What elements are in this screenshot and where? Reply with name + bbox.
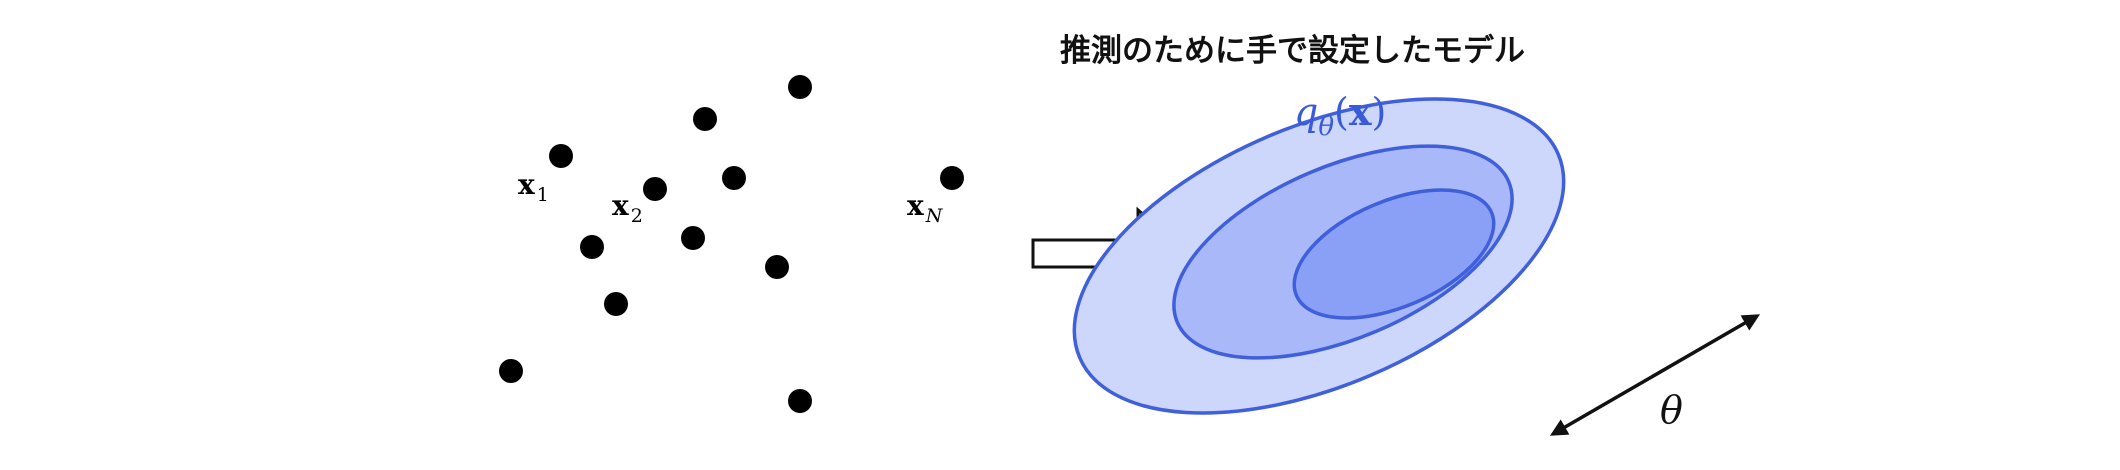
- data-point: [940, 166, 964, 190]
- data-point: [765, 255, 789, 279]
- data-point: [580, 235, 604, 259]
- data-point: [549, 144, 573, 168]
- data-point: [604, 292, 628, 316]
- parameter-label: θ: [1660, 388, 1683, 432]
- data-point: [681, 226, 705, 250]
- data-point: [788, 389, 812, 413]
- diagram-title: 推測のために手で設定したモデル: [1060, 33, 1525, 69]
- data-points: [499, 75, 964, 413]
- model-label: qθ(x): [1294, 89, 1386, 142]
- data-point: [693, 107, 717, 131]
- data-point: [722, 166, 746, 190]
- contour-inner: [1292, 188, 1496, 320]
- model-contours: [1072, 97, 1566, 415]
- data-point: [643, 177, 667, 201]
- data-point: [788, 75, 812, 99]
- data-point: [499, 359, 523, 383]
- parameter-double-arrow-icon: [1549, 314, 1761, 436]
